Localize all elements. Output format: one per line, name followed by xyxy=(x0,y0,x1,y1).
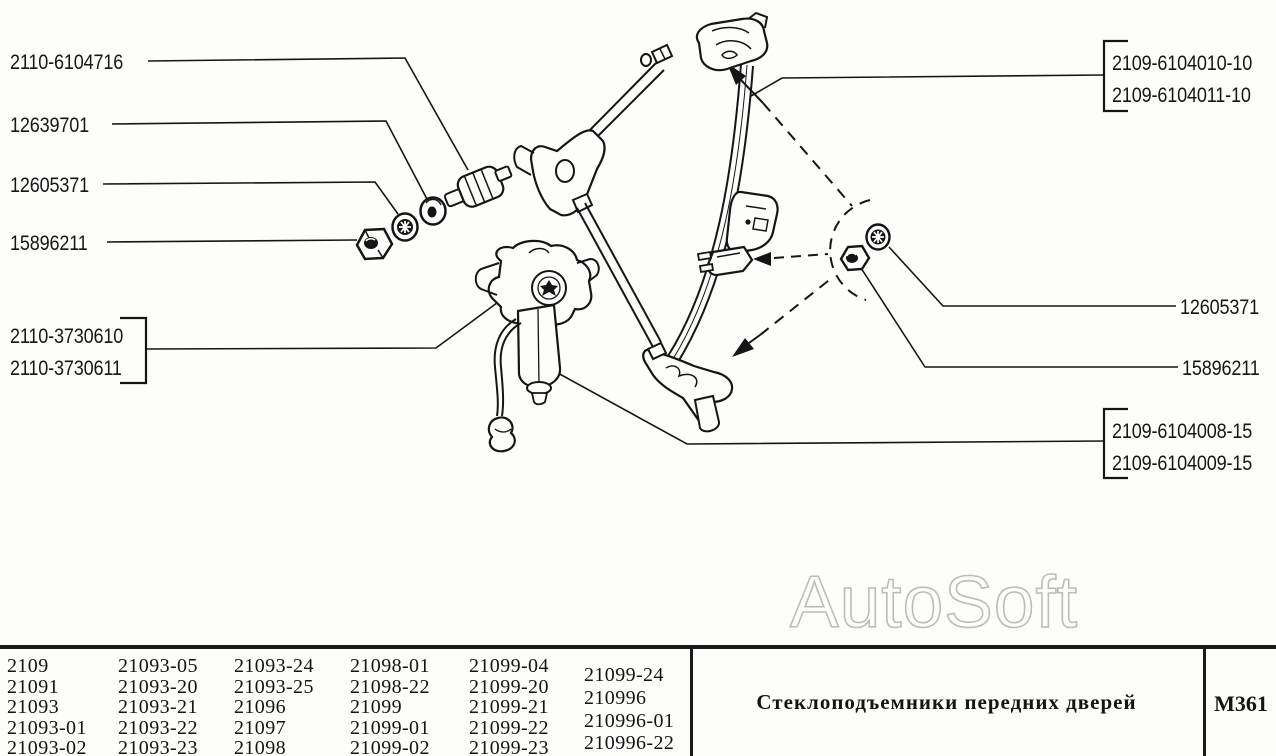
watermark-text: AutoSoft xyxy=(790,562,1078,643)
callout-buffer-number: 2110-6104716 xyxy=(10,50,124,74)
callout-regulator-top-number-2: 2109-6104011-10 xyxy=(1112,83,1251,107)
model-code: 21099-01 xyxy=(350,716,430,739)
carriage-clamp-drawing xyxy=(696,190,779,277)
model-code: 210996 xyxy=(584,686,647,709)
lock-washer-drawing-right xyxy=(865,223,891,251)
page-code: М361 xyxy=(1214,691,1268,716)
model-code: 2109 xyxy=(7,655,49,677)
model-column-6: 21099-24 210996 210996-01 210996-22 xyxy=(584,664,674,755)
nut-drawing-right xyxy=(839,244,871,272)
plain-washer-drawing-left xyxy=(419,196,447,226)
model-code: 21099-24 xyxy=(584,664,664,686)
model-code: 21099-20 xyxy=(469,675,549,698)
model-code: 21093-20 xyxy=(118,675,198,698)
model-code: 21098-22 xyxy=(350,675,430,698)
callout-group-brackets xyxy=(120,39,1128,480)
model-column-1: 2109 21091 21093 21093-01 21093-02 xyxy=(7,656,87,756)
model-code: 21093-22 xyxy=(118,716,198,739)
model-code: 21093-21 xyxy=(118,696,198,718)
model-code: 21093 xyxy=(7,696,59,718)
nut-drawing-left xyxy=(355,227,394,261)
callout-nut-number-left: 15896211 xyxy=(10,231,88,255)
model-code: 21098 xyxy=(234,737,286,756)
applicability-table: 2109 21091 21093 21093-01 21093-02 21093… xyxy=(0,645,1276,756)
section-title: Стеклоподъемники передних дверей xyxy=(756,690,1137,714)
callout-regulator-top-number-1: 2109-6104010-10 xyxy=(1112,51,1253,75)
callout-lock-washer-number-right: 12605371 xyxy=(1180,295,1260,319)
model-column-5: 21099-04 21099-20 21099-21 21099-22 2109… xyxy=(469,656,549,756)
lower-cable-tube-drawing xyxy=(576,202,662,348)
model-column-4: 21098-01 21098-22 21099 21099-01 21099-0… xyxy=(350,656,430,756)
callout-plain-washer-number: 12639701 xyxy=(10,113,90,137)
top-cable-bracket-drawing xyxy=(640,11,769,72)
model-code: 21098-01 xyxy=(350,655,430,677)
table-divider xyxy=(1203,649,1206,756)
table-divider xyxy=(690,649,693,756)
model-code: 21093-02 xyxy=(7,737,87,756)
model-code: 21093-05 xyxy=(118,655,198,677)
model-code: 21091 xyxy=(7,675,59,698)
model-column-3: 21093-24 21093-25 21096 21097 21098 xyxy=(234,656,314,756)
model-code: 21099-21 xyxy=(469,696,549,718)
motor-gearbox-drawing xyxy=(474,239,600,453)
callout-regulator-bottom-number-2: 2109-6104009-15 xyxy=(1112,451,1253,475)
model-code: 210996-22 xyxy=(584,732,675,755)
upper-mount-bracket-drawing xyxy=(513,129,606,217)
model-column-2: 21093-05 21093-20 21093-21 21093-22 2109… xyxy=(118,656,198,756)
model-code: 21096 xyxy=(234,696,286,718)
model-code: 21093-25 xyxy=(234,675,314,698)
model-code: 21099 xyxy=(350,696,402,718)
model-code: 21099-22 xyxy=(469,716,549,739)
window-regulator-diagram: AutoSoft xyxy=(102,11,1178,644)
model-code: 21099-02 xyxy=(350,737,430,756)
model-code: 21093-24 xyxy=(234,655,314,677)
callout-nut-number-right: 15896211 xyxy=(1182,356,1260,380)
leader-lines xyxy=(102,57,1178,445)
callout-motor-number-2: 2110-3730611 xyxy=(10,356,122,380)
model-code: 21097 xyxy=(234,716,286,739)
upper-cable-tube-drawing xyxy=(588,62,665,139)
callout-lock-washer-number-left: 12605371 xyxy=(10,173,90,197)
callout-regulator-bottom-number-1: 2109-6104008-15 xyxy=(1112,419,1253,443)
model-code: 21099-23 xyxy=(469,737,549,756)
callout-motor-number-1: 2110-3730610 xyxy=(10,324,124,348)
buffer-stud-drawing xyxy=(443,165,513,208)
bottom-cable-bracket-drawing xyxy=(642,341,734,433)
model-code: 21093-23 xyxy=(118,737,198,756)
model-code: 210996-01 xyxy=(584,709,675,732)
detail-circle-dashed xyxy=(740,79,871,344)
lock-washer-drawing-left xyxy=(391,212,419,242)
model-code: 21099-04 xyxy=(469,655,549,677)
model-code: 21093-01 xyxy=(7,716,87,739)
